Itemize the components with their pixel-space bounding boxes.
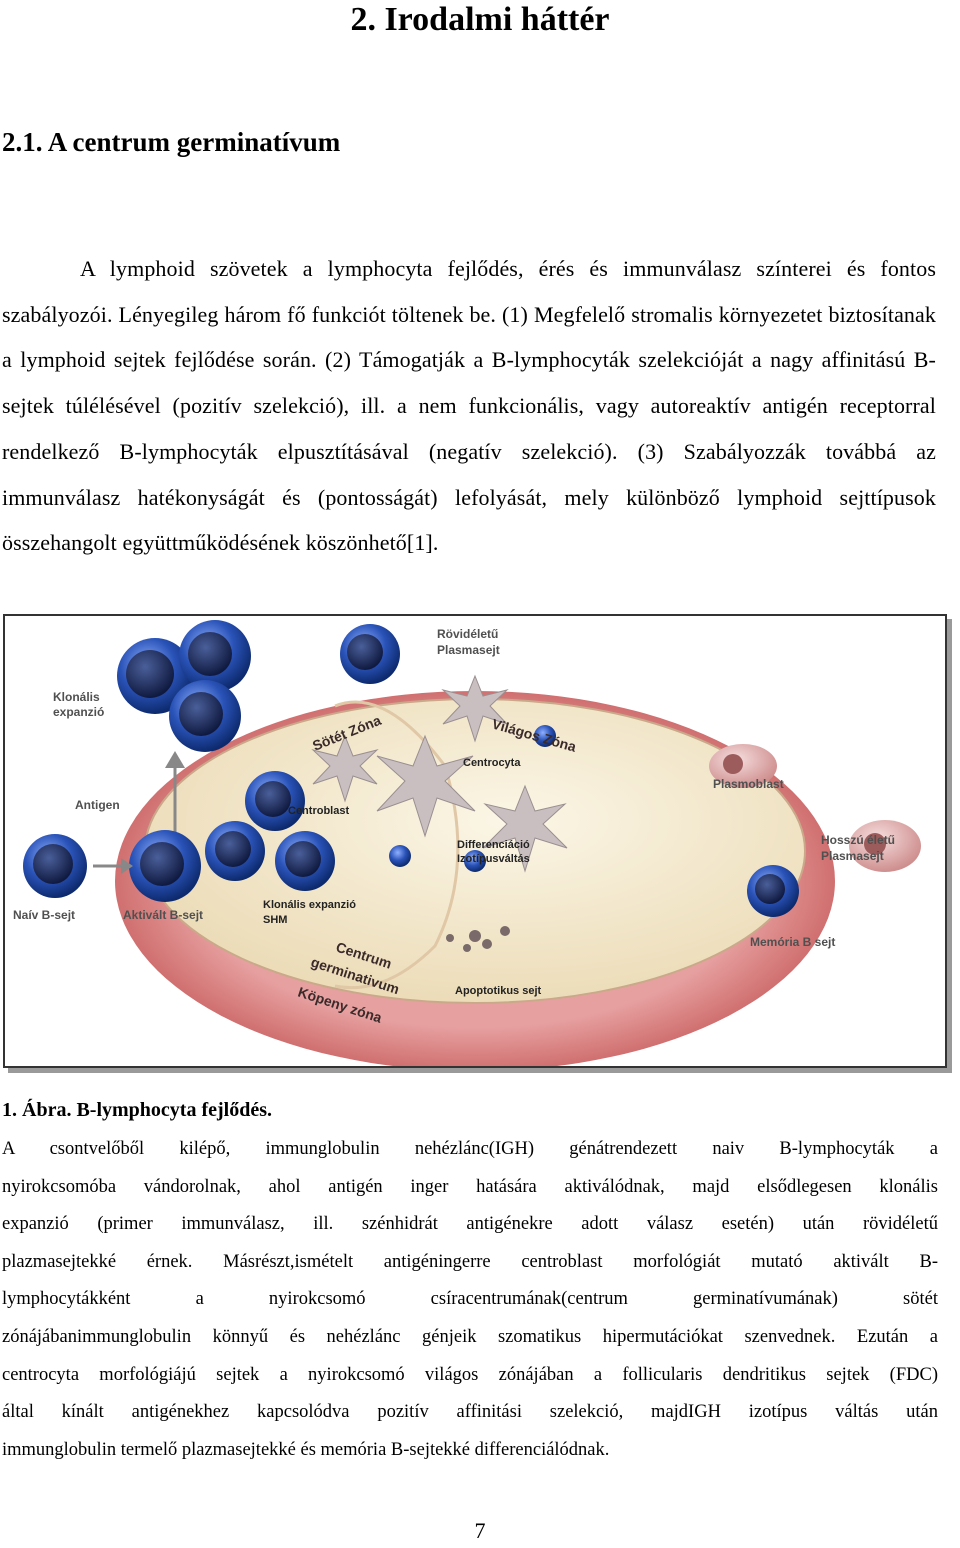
label-centroblast: Centroblast: [288, 805, 349, 817]
centrocyte-cells: [389, 725, 556, 872]
b-lymphocyte-figure: Klonális expanzió Antigen Naív B-sejt Ak…: [3, 614, 947, 1068]
section-title: 2.1. A centrum germinatívum: [2, 127, 341, 157]
arrow-head: [165, 751, 185, 768]
paragraph-line: expanzió (primer immunválasz, ill. szénh…: [2, 1214, 938, 1235]
intro-paragraph: A lymphoid szövetek a lymphocyta fejlődé…: [2, 256, 936, 556]
paragraph-line: zónájábanimmunglobulin könnyű és nehézlá…: [2, 1326, 938, 1347]
label-activated-b-cell: Aktivált B-sejt: [123, 908, 203, 922]
memory-b-cell: [747, 865, 799, 917]
label-clonal-shm-2: SHM: [263, 914, 287, 926]
label-clonal-expansion: Klonális: [53, 690, 100, 704]
label-differentiation-1: Differenciáció: [457, 839, 530, 851]
figure-diagram: Klonális expanzió Antigen Naív B-sejt Ak…: [13, 620, 921, 1066]
apoptotic-cells: [446, 926, 510, 952]
label-clonal-shm-1: Klonális expanzió: [263, 899, 356, 911]
label-differentiation-2: Izotípusváltás: [457, 853, 530, 865]
label-memory-b-cell: Memória B sejt: [750, 935, 835, 949]
label-naive-b-cell: Naív B-sejt: [13, 908, 75, 922]
label-short-lived-1: Rövidéletű: [437, 627, 498, 641]
naive-b-cell: [23, 834, 87, 898]
body-paragraph: A csontvelőből kilépő, immunglobulin neh…: [2, 1131, 938, 1469]
label-long-lived-1: Hosszú életű: [821, 833, 895, 847]
centroblast-cells: [205, 771, 335, 891]
paragraph-line: A csontvelőből kilépő, immunglobulin neh…: [2, 1139, 938, 1159]
paragraph-line: nyirokcsomóba vándorolnak, ahol antigén …: [2, 1176, 938, 1197]
label-antigen: Antigen: [75, 798, 120, 812]
paragraph-line: lymphocytákként a nyirokcsomó csíracentr…: [2, 1289, 938, 1310]
paragraph-line: által kínált antigénekhez kapcsolódva po…: [2, 1402, 938, 1423]
paragraph-line: plazmasejtekké érnek. Másrészt,ismételt …: [2, 1251, 938, 1272]
page-heading: 2. Irodalmi háttér: [350, 1, 610, 38]
paragraph-line: immunglobulin termelő plazmasejtekké és …: [2, 1439, 610, 1460]
fdc-cells: [311, 674, 568, 873]
activated-b-cell: [129, 830, 201, 902]
paragraph-line: centrocyta morfológiájú sejtek a nyirokc…: [2, 1364, 938, 1385]
label-plasmoblast: Plasmoblast: [713, 777, 784, 791]
zone-divider: [334, 700, 460, 990]
figure-caption: 1. Ábra. B-lymphocyta fejlődés.: [2, 1099, 272, 1121]
plasmoblast-cell: [709, 744, 777, 788]
label-clonal-expansion-2: expanzió: [53, 705, 104, 719]
label-apoptotic-cell: Apoptotikus sejt: [455, 985, 542, 997]
label-short-lived-2: Plasmasejt: [437, 643, 500, 657]
page-number: 7: [474, 1518, 486, 1543]
arrow-head: [121, 858, 133, 874]
long-lived-plasma-cell: [849, 820, 921, 872]
label-long-lived-2: Plasmasejt: [821, 849, 884, 863]
label-centrocyte: Centrocyta: [463, 757, 521, 769]
clonal-expansion-cells: [117, 620, 400, 752]
